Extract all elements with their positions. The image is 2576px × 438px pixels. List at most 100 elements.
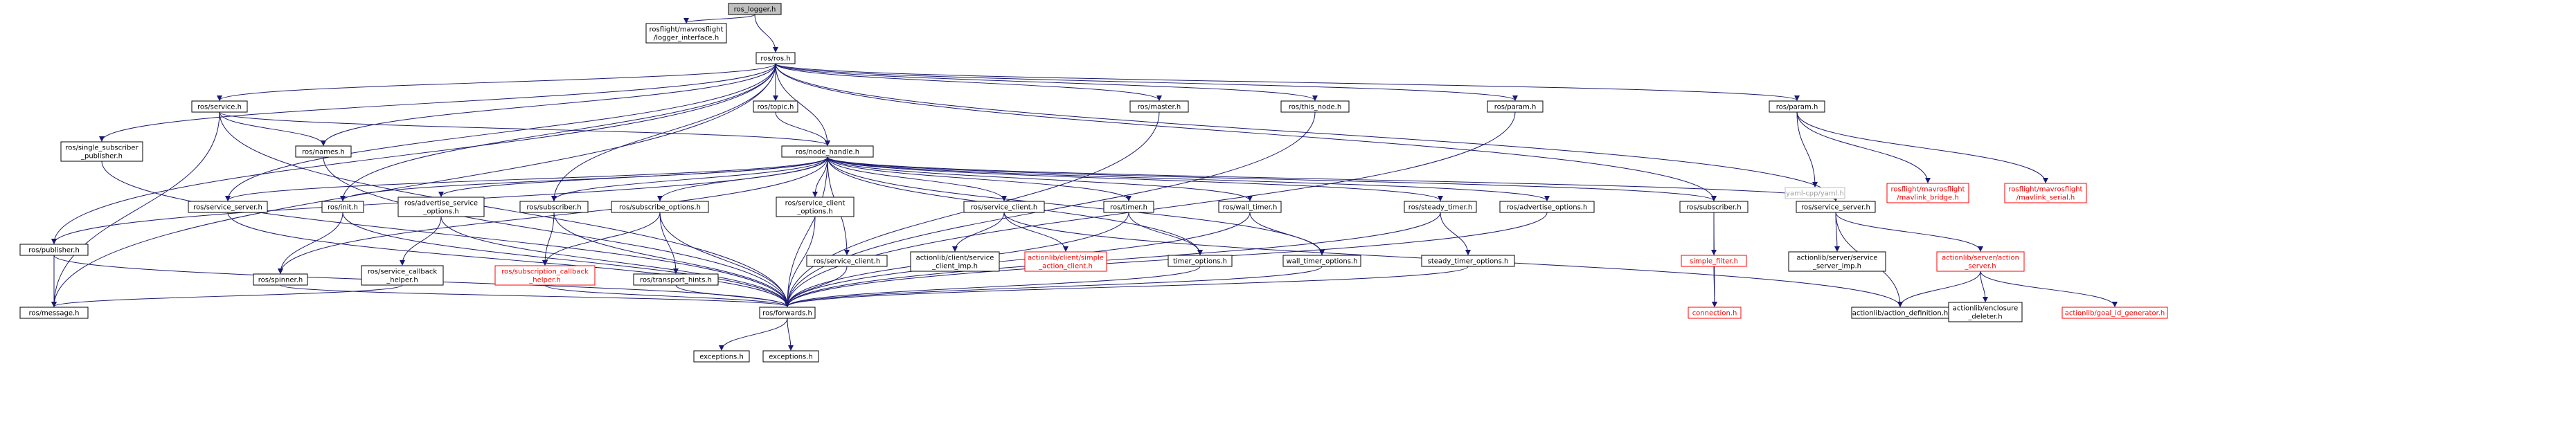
node-al-client-imp[interactable]: actionlib/client/service_client_imp.h xyxy=(910,251,1000,272)
node-master[interactable]: ros/master.h xyxy=(1129,100,1189,113)
node-srv-client-opts[interactable]: ros/service_client_options.h xyxy=(776,197,855,217)
edge-adv-srv-opts-to-forwards xyxy=(440,216,790,307)
edge-subscribe-opts-to-sub-cb-helper xyxy=(542,212,661,266)
node-srv-client2[interactable]: ros/service_client.h xyxy=(806,255,888,267)
node-box xyxy=(295,145,352,158)
node-subscriber[interactable]: ros/subscriber.h xyxy=(519,201,589,213)
node-box xyxy=(1487,100,1544,113)
edge-this-node-to-forwards xyxy=(785,111,1316,307)
node-srv-client[interactable]: ros/service_client.h xyxy=(963,201,1045,213)
edge-ros-to-service xyxy=(217,63,776,101)
edge-al-action-server-to-al-action-def xyxy=(1897,271,1981,307)
node-param-ros[interactable]: ros/param.h xyxy=(1487,100,1544,113)
node-label: _server_imp.h xyxy=(1812,263,1861,271)
node-exceptions2[interactable]: exceptions.h xyxy=(762,350,819,363)
edge-sub-cb-helper-to-forwards xyxy=(544,284,790,307)
node-box xyxy=(60,141,143,162)
node-message[interactable]: ros/message.h xyxy=(19,307,89,319)
node-box xyxy=(1681,255,1747,267)
node-srv-cb-helper[interactable]: ros/service_callback_helper.h xyxy=(361,265,444,286)
edge-node-handle-to-service-server xyxy=(225,156,828,201)
node-al-action-server[interactable]: actionlib/server/action_server.h xyxy=(1936,251,2025,272)
edge-ros-to-names xyxy=(321,63,776,146)
node-service-server2[interactable]: ros/service_server.h xyxy=(1796,201,1876,213)
node-subscriber2[interactable]: ros/subscriber.h xyxy=(1679,201,1748,213)
node-label: ros/single_subscriber xyxy=(65,145,138,152)
node-box xyxy=(1769,100,1825,113)
node-box xyxy=(1024,251,1107,272)
node-box xyxy=(806,255,888,267)
node-connection[interactable]: connection.h xyxy=(1688,307,1742,319)
node-forwards[interactable]: ros/forwards.h xyxy=(759,307,816,319)
node-box xyxy=(19,244,89,256)
node-node-handle[interactable]: ros/node_handle.h xyxy=(781,145,874,158)
node-box xyxy=(361,265,444,286)
node-service[interactable]: ros/service.h xyxy=(191,100,248,113)
node-spinner[interactable]: ros/spinner.h xyxy=(253,273,308,286)
node-label: ros/service_client.h xyxy=(971,204,1037,212)
node-transport-hints[interactable]: ros/transport_hints.h xyxy=(633,273,719,286)
node-label: ros/advertise_service xyxy=(404,200,478,208)
node-names[interactable]: ros/names.h xyxy=(295,145,352,158)
node-box xyxy=(611,201,709,213)
node-adv-opts[interactable]: ros/advertise_options.h xyxy=(1499,201,1595,213)
edge-srv-cb-helper-to-message xyxy=(51,284,403,307)
node-al-enclosure[interactable]: actionlib/enclosure_deleter.h xyxy=(1948,302,2023,322)
node-service-server[interactable]: ros/service_server.h xyxy=(188,201,268,213)
node-al-action-def[interactable]: actionlib/action_definition.h xyxy=(1851,307,1949,319)
node-box xyxy=(1129,100,1189,113)
node-logger-interface[interactable]: rosflight/mavrosflight/logger_interface.… xyxy=(645,23,727,44)
node-timer[interactable]: ros/timer.h xyxy=(1103,201,1154,213)
node-label: _options.h xyxy=(796,208,832,216)
node-ros-logger[interactable]: ros_logger.h xyxy=(728,3,782,15)
node-label: /mavlink_serial.h xyxy=(2016,194,2075,202)
node-sub-cb-helper[interactable]: ros/subscription_callback_helper.h xyxy=(494,265,596,286)
edge-service-to-names xyxy=(219,111,326,146)
node-this-node[interactable]: ros/this_node.h xyxy=(1280,100,1350,113)
node-publisher[interactable]: ros/publisher.h xyxy=(19,244,89,256)
node-al-simple-client[interactable]: actionlib/client/simple_action_client.h xyxy=(1024,251,1107,272)
node-ros[interactable]: ros/ros.h xyxy=(755,52,796,64)
node-simple-filter[interactable]: simple_filter.h xyxy=(1681,255,1747,267)
node-single-sub-pub[interactable]: ros/single_subscriber_publisher.h xyxy=(60,141,143,162)
edge-ros-to-publisher xyxy=(51,63,776,244)
node-label: ros_logger.h xyxy=(734,6,776,14)
edge-node-handle-to-wall-timer xyxy=(827,156,1253,201)
edge-ros-to-master xyxy=(775,63,1162,101)
node-wall-timer-opts[interactable]: wall_timer_options.h xyxy=(1282,255,1361,267)
edge-service-server-to-forwards xyxy=(227,212,790,307)
node-init[interactable]: ros/init.h xyxy=(321,201,364,213)
node-label: ros/wall_timer.h xyxy=(1223,204,1278,212)
node-adv-srv-opts[interactable]: ros/advertise_service_options.h xyxy=(397,197,485,217)
edge-wall-timer-to-forwards xyxy=(785,212,1251,307)
node-box xyxy=(755,52,796,64)
edge-subscribe-opts-to-transport-hints xyxy=(659,212,679,274)
node-box xyxy=(1886,183,1969,203)
node-label: actionlib/server/action xyxy=(1942,255,2019,262)
node-box xyxy=(1688,307,1742,319)
node-mavlink-serial[interactable]: rosflight/mavrosflight/mavlink_serial.h xyxy=(2004,183,2087,203)
node-box xyxy=(1796,201,1876,213)
node-box xyxy=(321,201,364,213)
node-box xyxy=(1499,201,1595,213)
edge-node-handle-to-forwards xyxy=(785,156,828,307)
node-box xyxy=(1788,251,1886,272)
edge-srv-client-opts-to-forwards xyxy=(785,216,816,307)
edge-names-to-forwards xyxy=(323,156,790,307)
node-al-goal-id[interactable]: actionlib/goal_id_generator.h xyxy=(2061,307,2168,319)
node-mavlink-bridge[interactable]: rosflight/mavrosflight/mavlink_bridge.h xyxy=(1886,183,1969,203)
node-subscribe-opts[interactable]: ros/subscribe_options.h xyxy=(611,201,709,213)
node-label: ros/subscribe_options.h xyxy=(619,204,701,212)
node-wall-timer[interactable]: ros/wall_timer.h xyxy=(1218,201,1282,213)
node-label: ros/timer.h xyxy=(1110,204,1147,212)
node-timer-opts[interactable]: timer_options.h xyxy=(1168,255,1233,267)
node-al-server-imp[interactable]: actionlib/server/service_server_imp.h xyxy=(1788,251,1886,272)
node-yaml[interactable]: yaml-cpp/yaml.h xyxy=(1785,187,1845,199)
node-label: ros/service_server.h xyxy=(1801,204,1870,212)
node-param2[interactable]: ros/param.h xyxy=(1769,100,1825,113)
node-exceptions1[interactable]: exceptions.h xyxy=(693,350,750,363)
node-topic[interactable]: ros/topic.h xyxy=(753,100,798,113)
node-steady-timer[interactable]: ros/steady_timer.h xyxy=(1404,201,1477,213)
node-steady-timer-opts[interactable]: steady_timer_options.h xyxy=(1421,255,1515,267)
node-label: simple_filter.h xyxy=(1690,258,1738,266)
